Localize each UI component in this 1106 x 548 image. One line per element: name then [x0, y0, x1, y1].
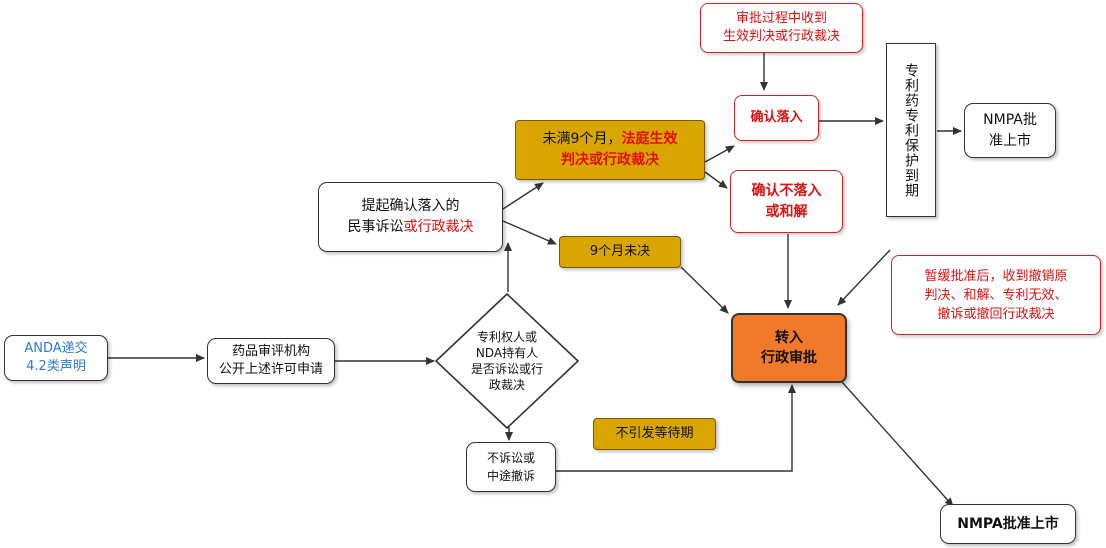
confirm-in-text: 确认落入	[750, 110, 803, 125]
no-wait-node: 不引发等待期	[593, 418, 716, 450]
decision-diamond	[434, 292, 580, 430]
decision-line1: 专利权人或	[476, 330, 537, 344]
suspend-line2: 判决、和解、专利无效、	[924, 287, 1068, 303]
within9-line2-red: 判决或行政裁决	[560, 152, 659, 168]
nolit-line2: 中途撤诉	[486, 469, 535, 483]
anda-line1: ANDA递交	[24, 341, 88, 356]
admin-review-node: 转入行政审批	[731, 313, 847, 383]
during-line2: 生效判决或行政裁决	[722, 29, 840, 44]
patent-expire-text: 专利药专利保护到期	[903, 62, 919, 198]
no-wait-text: 不引发等待期	[615, 426, 694, 441]
decision-line2: NDA持有人	[475, 346, 539, 360]
suspend-line1: 暂缓批准后，收到撤销原	[924, 268, 1068, 284]
nmpa-bottom-node: NMPA批准上市	[940, 504, 1076, 544]
arrow-civil-to-9pending	[502, 220, 557, 245]
admin-line1: 转入	[775, 330, 803, 346]
within-nine-months-node: 未满9个月，法庭生效判决或行政裁决	[515, 120, 705, 180]
nmpa-bottom-text: NMPA批准上市	[957, 516, 1059, 532]
suspend-line3: 撤诉或撤回行政裁决	[937, 306, 1055, 322]
civil-line1: 提起确认落入的	[361, 198, 460, 214]
arrow-admin-to-nmpa	[841, 381, 954, 507]
agency-line1: 药品审评机构	[231, 344, 310, 359]
nmpa-top-line1: NMPA批	[983, 111, 1037, 128]
confirm-not-in-node: 确认不落入或和解	[730, 170, 843, 233]
patent-expire-node: 专利药专利保护到期	[886, 43, 936, 217]
agency-publish-node: 药品审评机构公开上述许可申请	[207, 338, 335, 384]
arrow-nolit-to-admin	[556, 384, 796, 472]
decision-line3: 是否诉讼或行	[470, 362, 543, 376]
nine-months-pending-node: 9个月未决	[559, 236, 681, 268]
arrow-civil-to-within9	[502, 182, 544, 210]
civil-line2-black: 民事诉讼	[347, 219, 404, 235]
nine-pending-text: 9个月未决	[589, 244, 651, 259]
admin-line2: 行政审批	[761, 350, 817, 366]
decision-line4: 政裁决	[488, 378, 525, 392]
arrow-9pending-to-admin	[680, 266, 729, 314]
during-review-node: 审批过程中收到生效判决或行政裁决	[700, 3, 863, 53]
agency-line2: 公开上述许可申请	[218, 362, 323, 377]
decision-node: 专利权人或 NDA持有人是否诉讼或行政裁决	[446, 320, 568, 402]
anda-line2: 4.2类声明	[26, 359, 86, 374]
confirm-not-line1: 确认不落入	[751, 182, 822, 199]
within9-line1-black: 未满9个月，	[542, 131, 622, 147]
civil-suit-node: 提起确认落入的民事诉讼或行政裁决	[318, 182, 503, 252]
confirm-not-line2: 或和解	[765, 203, 808, 220]
nmpa-top-node: NMPA批准上市	[964, 103, 1056, 158]
nmpa-top-line2: 准上市	[989, 132, 1031, 149]
no-litigation-node: 不诉讼或中途撤诉	[466, 442, 556, 492]
confirm-in-node: 确认落入	[734, 95, 819, 141]
nolit-line1: 不诉讼或	[486, 451, 535, 465]
arrow-within9-to-confirmnot	[704, 171, 728, 189]
suspend-node: 暂缓批准后，收到撤销原判决、和解、专利无效、撤诉或撤回行政裁决	[891, 255, 1101, 335]
anda-node: ANDA递交 4.2类声明	[4, 335, 108, 381]
civil-line2-red: 或行政裁决	[403, 219, 474, 235]
arrow-suspend-to-admin	[837, 249, 891, 306]
during-line1: 审批过程中收到	[735, 11, 827, 26]
within9-line1-red: 法庭生效	[621, 131, 678, 147]
arrow-within9-to-confirmin	[704, 145, 735, 163]
